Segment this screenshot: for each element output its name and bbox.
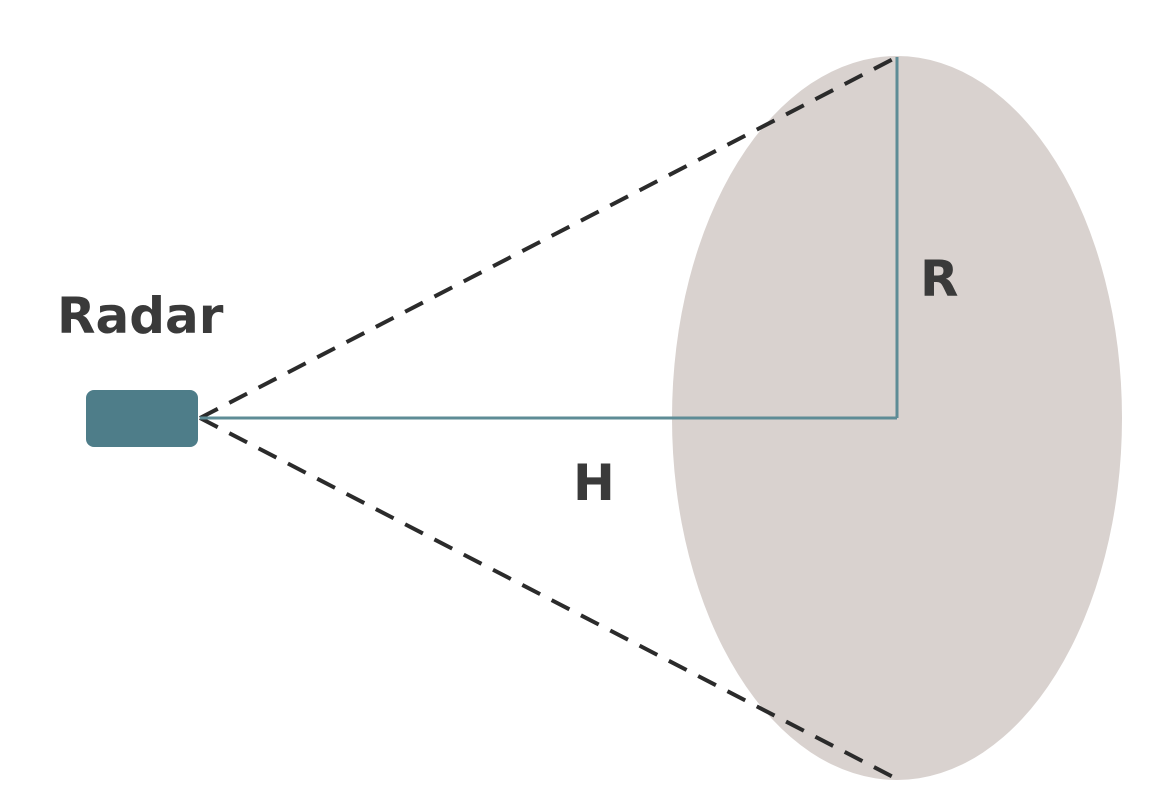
distance-label: H bbox=[573, 454, 615, 512]
radar-device bbox=[86, 390, 198, 447]
radius-label: R bbox=[920, 250, 959, 308]
radar-label: Radar bbox=[57, 287, 224, 345]
